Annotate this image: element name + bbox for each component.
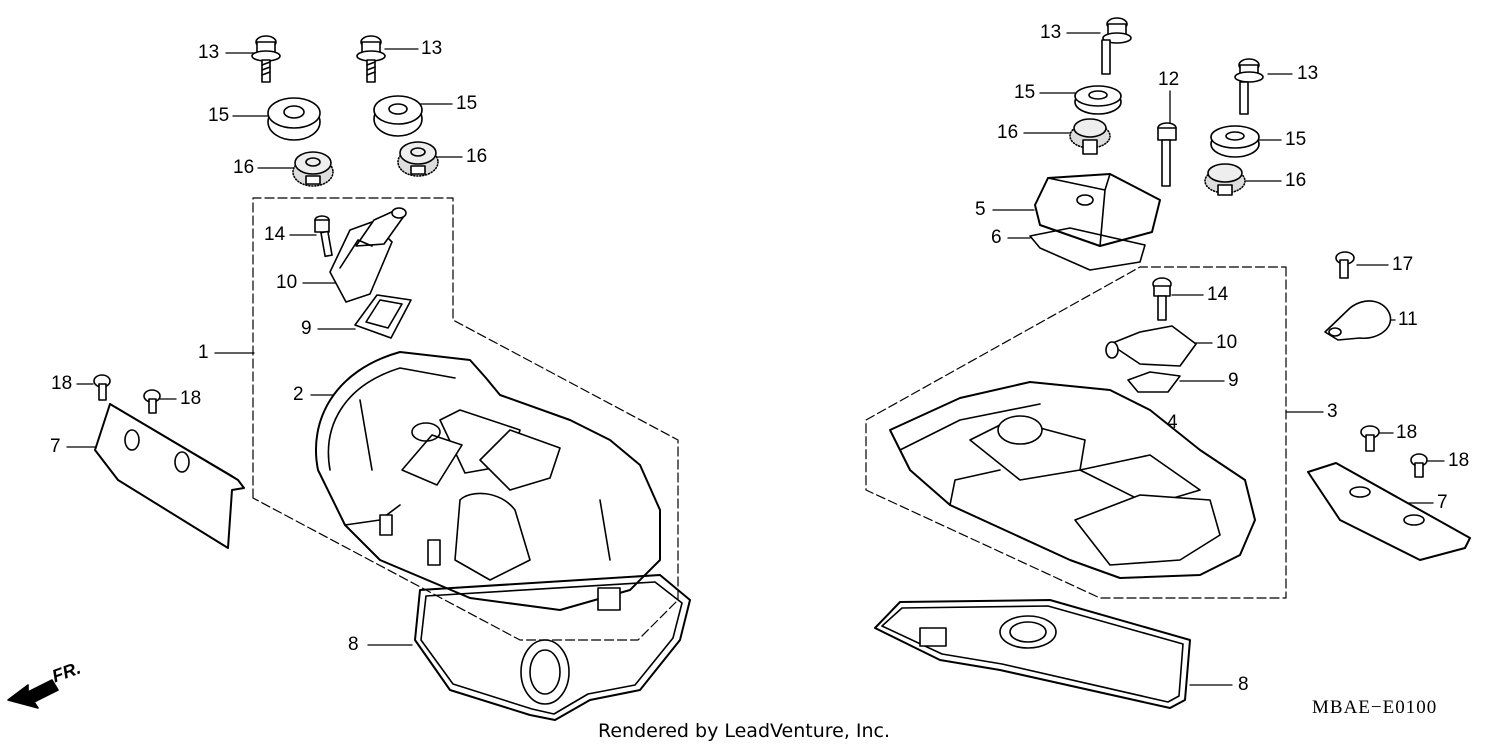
callout-13: 13 [1040, 22, 1062, 43]
gasket-6-right [1029, 227, 1146, 271]
bolt-18-right-a [1360, 425, 1380, 452]
callout-8: 8 [348, 634, 359, 655]
callout-2: 2 [293, 384, 304, 405]
assembly-outline-left [252, 197, 679, 641]
callout-18: 18 [1396, 422, 1418, 443]
callout-8: 8 [1238, 674, 1249, 695]
diagram-code: MBAE−E0100 [1312, 697, 1438, 718]
bolt-17-right [1335, 251, 1355, 279]
breather-10-left [329, 207, 407, 303]
bolt-13-left-b [356, 35, 386, 83]
breather-10-right [1105, 325, 1197, 367]
callout-10: 10 [1216, 332, 1238, 353]
callout-17: 17 [1392, 254, 1414, 275]
callout-7: 7 [50, 436, 61, 457]
bolt-14-left [314, 215, 333, 258]
gasket-9-left [354, 294, 412, 339]
gasket-9-right [1127, 371, 1181, 393]
callout-15: 15 [208, 105, 230, 126]
callout-16: 16 [466, 146, 488, 167]
callout-4: 4 [1167, 412, 1178, 433]
bolt-18-left-b [143, 389, 161, 414]
callout-15: 15 [456, 93, 478, 114]
bolt-13-right-a [1101, 17, 1132, 75]
callout-15: 15 [1014, 82, 1036, 103]
head-cover-4-right [889, 381, 1256, 579]
callout-16: 16 [997, 122, 1019, 143]
front-arrow-icon [7, 679, 59, 709]
head-cover-2-left [314, 351, 661, 611]
grommet-16-left-b [397, 141, 439, 177]
callout-13: 13 [198, 42, 220, 63]
callout-16: 16 [233, 157, 255, 178]
callout-9: 9 [301, 318, 312, 339]
callout-10: 10 [276, 272, 298, 293]
callout-18: 18 [180, 388, 202, 409]
bolt-13-left-a [251, 35, 281, 83]
bolt-18-right-b [1410, 453, 1428, 478]
callout-14: 14 [264, 224, 286, 245]
callout-13: 13 [421, 38, 443, 59]
callout-16: 16 [1285, 170, 1307, 191]
assembly-outline-right [865, 266, 1287, 599]
bolt-14-right [1152, 277, 1172, 321]
callout-18: 18 [51, 373, 73, 394]
washer-15-left-a [267, 97, 321, 141]
credit-text: Rendered by LeadVenture, Inc. [598, 720, 891, 742]
washer-15-right-a [1074, 85, 1122, 115]
callout-1: 1 [198, 342, 209, 363]
callout-12: 12 [1158, 69, 1180, 90]
grommet-16-right-b [1204, 163, 1246, 196]
bolt-12-right [1157, 122, 1177, 187]
grommet-16-right-a [1069, 118, 1111, 155]
callout-18: 18 [1448, 450, 1470, 471]
callout-13: 13 [1297, 63, 1319, 84]
washer-15-right-b [1210, 125, 1260, 158]
heat-shield-7-left [94, 403, 245, 549]
callout-3: 3 [1327, 401, 1338, 422]
callout-6: 6 [991, 227, 1002, 248]
callout-7: 7 [1437, 492, 1448, 513]
bolt-18-left-a [93, 374, 111, 401]
gasket-8-left [414, 574, 691, 721]
callout-9: 9 [1228, 370, 1239, 391]
washer-15-left-b [373, 95, 423, 137]
callout-11: 11 [1398, 309, 1418, 330]
cover-5-right [1034, 173, 1161, 247]
gasket-8-right [874, 599, 1191, 709]
callout-5: 5 [975, 199, 986, 220]
bolt-13-right-b [1234, 58, 1264, 115]
callout-14: 14 [1207, 284, 1229, 305]
clamp-11-right [1324, 300, 1392, 341]
heat-shield-7-right [1307, 462, 1471, 561]
grommet-16-left-a [292, 151, 334, 187]
callout-15: 15 [1285, 129, 1307, 150]
